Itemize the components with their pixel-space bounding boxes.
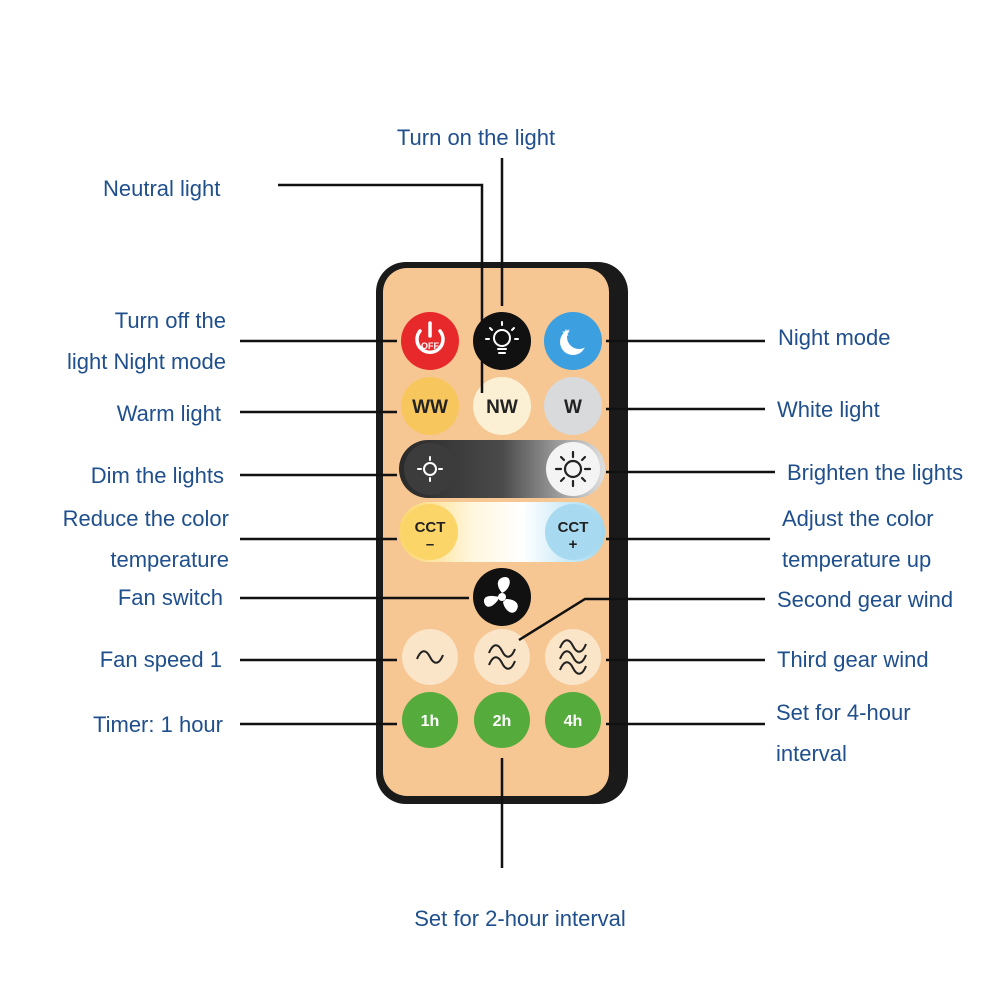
- label-turn-off-line1: Turn off the: [115, 308, 226, 333]
- label-warm-light: Warm light: [117, 401, 221, 426]
- label-neutral-light: Neutral light: [103, 176, 220, 201]
- warm-light-button[interactable]: WW: [401, 377, 459, 435]
- label-night-mode: Night mode: [778, 325, 891, 350]
- off-button[interactable]: OFF: [401, 312, 459, 370]
- fan-switch-button[interactable]: [473, 568, 531, 626]
- sun-bright-icon: [554, 450, 592, 488]
- label-set-4h-line1: Set for 4-hour: [776, 700, 911, 725]
- label-turn-on-light: Turn on the light: [397, 125, 555, 150]
- sun-dim-icon: [417, 456, 443, 482]
- light-on-button[interactable]: [473, 312, 531, 370]
- cct-minus-sign: –: [426, 536, 434, 553]
- cct-minus-label: CCT: [415, 519, 446, 536]
- night-mode-button[interactable]: ★: [544, 312, 602, 370]
- white-light-button[interactable]: W: [544, 377, 602, 435]
- fan-speed-1-button[interactable]: [402, 629, 458, 685]
- svg-text:★: ★: [562, 328, 571, 339]
- timer-2h-button[interactable]: 2h: [474, 692, 530, 748]
- dim-button[interactable]: [404, 443, 456, 495]
- label-fan-switch: Fan switch: [118, 585, 223, 610]
- label-set-4h-line2: interval: [776, 741, 847, 766]
- label-second-gear: Second gear wind: [777, 587, 953, 612]
- power-icon: [415, 329, 445, 355]
- timer-1h-label: 1h: [421, 713, 440, 730]
- timer-4h-label: 4h: [564, 713, 583, 730]
- label-timer-1h: Timer: 1 hour: [93, 712, 223, 737]
- label-set-2h: Set for 2-hour interval: [414, 906, 626, 931]
- cct-plus-button[interactable]: CCT +: [545, 504, 601, 560]
- fan-icon: [483, 577, 518, 613]
- cct-minus-button[interactable]: CCT –: [402, 504, 458, 560]
- bulb-icon: [485, 321, 519, 354]
- label-reduce-cct-line1: Reduce the color: [63, 506, 229, 531]
- label-adjust-cct-line1: Adjust the color: [782, 506, 934, 531]
- label-reduce-cct-line2: temperature: [110, 547, 229, 572]
- neutral-light-button[interactable]: NW: [473, 377, 531, 435]
- timer-4h-button[interactable]: 4h: [545, 692, 601, 748]
- label-adjust-cct-line2: temperature up: [782, 547, 931, 572]
- wave-1-icon: [416, 650, 444, 664]
- label-third-gear: Third gear wind: [777, 647, 929, 672]
- cct-plus-sign: +: [569, 536, 578, 553]
- label-dim-lights: Dim the lights: [91, 463, 224, 488]
- label-fan-speed-1: Fan speed 1: [100, 647, 222, 672]
- wave-2-icon: [488, 644, 516, 670]
- label-brighten-lights: Brighten the lights: [787, 460, 963, 485]
- brighten-button[interactable]: [546, 442, 600, 496]
- fan-speed-2-button[interactable]: [474, 629, 530, 685]
- warm-light-button-label: WW: [412, 397, 448, 418]
- fan-speed-3-button[interactable]: [545, 629, 601, 685]
- off-button-label: OFF: [421, 341, 439, 351]
- wave-3-icon: [559, 639, 587, 675]
- label-turn-off-line2: light Night mode: [67, 349, 226, 374]
- timer-1h-button[interactable]: 1h: [402, 692, 458, 748]
- timer-2h-label: 2h: [493, 713, 512, 730]
- cct-plus-label: CCT: [558, 519, 589, 536]
- white-light-button-label: W: [564, 397, 582, 418]
- neutral-light-button-label: NW: [486, 397, 518, 418]
- leader-lines: [240, 158, 775, 868]
- label-white-light: White light: [777, 397, 880, 422]
